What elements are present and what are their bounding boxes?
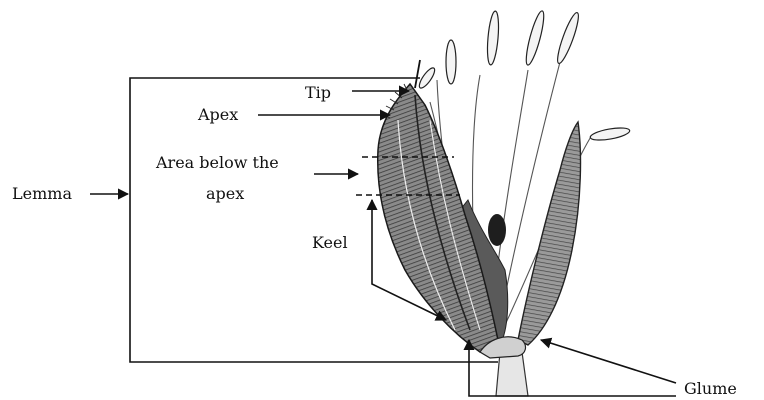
- glume-label: Glume: [684, 379, 737, 398]
- area-below-apex-label-2: apex: [206, 184, 244, 203]
- anthers: [417, 10, 631, 143]
- spikelet-illustration: [378, 10, 631, 396]
- lemma-label: Lemma: [12, 184, 72, 203]
- apex-label: Apex: [197, 105, 238, 124]
- glume-right: [518, 122, 580, 345]
- lemma-body: [378, 84, 500, 352]
- ovary: [488, 214, 506, 246]
- tip-label: Tip: [305, 83, 331, 102]
- keel-label: Keel: [312, 233, 348, 252]
- glume-arrow-right: [541, 340, 676, 383]
- stem: [496, 352, 528, 396]
- area-below-apex-label: Area below the: [155, 153, 279, 172]
